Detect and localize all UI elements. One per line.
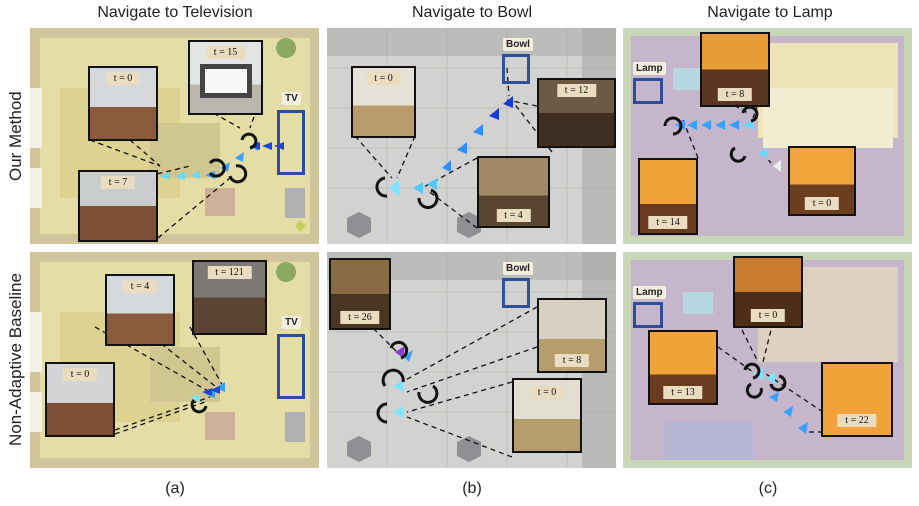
inset-frame: t = 15 xyxy=(188,40,263,115)
time-label: t = 14 xyxy=(648,216,688,229)
caption-c: (c) xyxy=(758,480,778,497)
time-label: t = 4 xyxy=(496,209,531,222)
panel-television-our-method: TV t = 0 t = 15 t = 7 xyxy=(30,28,319,244)
time-label: t = 22 xyxy=(837,414,877,427)
time-label: t = 4 xyxy=(122,280,158,293)
television-icon xyxy=(200,64,252,98)
lamp-label: Lamp xyxy=(633,62,666,75)
lamp-target-box xyxy=(633,78,663,104)
time-label: t = 121 xyxy=(207,266,252,279)
inset-frame: t = 14 xyxy=(638,158,698,235)
time-label: t = 8 xyxy=(717,88,753,101)
panel-lamp-our-method: Lamp t = 8 t = 14 t = 0 xyxy=(623,28,912,244)
column-title-lamp: Navigate to Lamp xyxy=(707,4,833,21)
inset-frame: t = 8 xyxy=(537,298,607,373)
time-label: t = 7 xyxy=(100,176,136,189)
time-label: t = 13 xyxy=(663,386,703,399)
inset-frame: t = 0 xyxy=(733,256,803,328)
inset-frame: t = 12 xyxy=(537,78,616,148)
tv-target-box xyxy=(277,334,305,399)
inset-frame: t = 7 xyxy=(78,170,158,242)
inset-frame: t = 0 xyxy=(788,146,856,216)
time-label: t = 8 xyxy=(554,354,590,367)
tv-label: TV xyxy=(282,316,301,329)
panel-bowl-baseline: Bowl t = 26 t = 8 t = 0 xyxy=(327,252,616,468)
inset-frame: t = 4 xyxy=(477,156,550,228)
bowl-target-box xyxy=(502,278,530,308)
caption-b: (b) xyxy=(462,480,482,497)
inset-frame: t = 26 xyxy=(329,258,391,330)
tv-label: TV xyxy=(282,92,301,105)
inset-frame: t = 4 xyxy=(105,274,175,346)
time-label: t = 0 xyxy=(804,197,840,210)
bowl-label: Bowl xyxy=(503,38,533,51)
inset-frame: t = 13 xyxy=(648,330,718,405)
row-label-baseline: Non-Adaptive Baseline xyxy=(6,273,25,447)
inset-frame: t = 0 xyxy=(351,66,416,138)
time-label: t = 0 xyxy=(529,386,565,399)
lamp-label: Lamp xyxy=(633,286,666,299)
time-label: t = 0 xyxy=(105,72,141,85)
inset-frame: t = 0 xyxy=(88,66,158,141)
column-title-bowl: Navigate to Bowl xyxy=(411,4,533,21)
time-label: t = 15 xyxy=(205,46,246,59)
column-title-television: Navigate to Television xyxy=(97,4,253,21)
time-label: t = 12 xyxy=(556,84,597,97)
inset-frame: t = 121 xyxy=(192,260,267,335)
bowl-label: Bowl xyxy=(503,262,533,275)
bowl-target-box xyxy=(502,54,530,84)
tv-target-box xyxy=(277,110,305,175)
panel-television-baseline: TV t = 4 t = 121 t = 0 xyxy=(30,252,319,468)
inset-frame: t = 0 xyxy=(512,378,582,453)
time-label: t = 0 xyxy=(62,368,98,381)
inset-frame: t = 22 xyxy=(821,362,893,437)
inset-frame: t = 0 xyxy=(45,362,115,437)
panel-bowl-our-method: Bowl t = 0 t = 12 t = 4 xyxy=(327,28,616,244)
row-label-our-method: Our Method xyxy=(6,91,25,181)
inset-frame: t = 8 xyxy=(700,32,770,107)
time-label: t = 26 xyxy=(340,311,380,324)
floorplan xyxy=(30,28,319,244)
caption-a: (a) xyxy=(165,480,185,497)
lamp-target-box xyxy=(633,302,663,328)
panel-lamp-baseline: Lamp t = 0 t = 13 t = 22 xyxy=(623,252,912,468)
time-label: t = 0 xyxy=(750,309,786,322)
time-label: t = 0 xyxy=(366,72,401,85)
